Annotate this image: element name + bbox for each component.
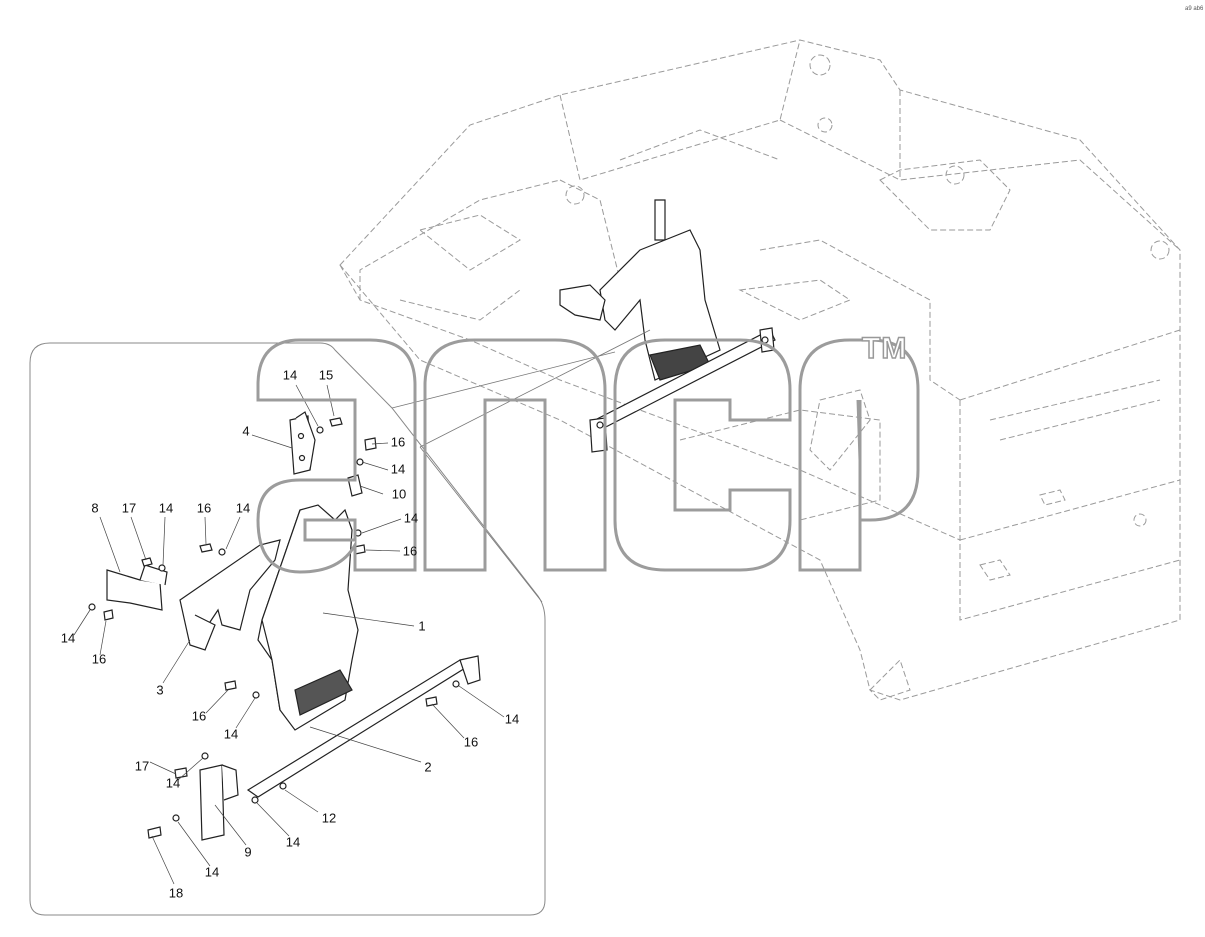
callout-label: 10 [391, 486, 407, 502]
callout-label: 16 [463, 734, 479, 750]
installed-bracket-assembly [559, 199, 776, 453]
exploded-view-frame [29, 342, 546, 916]
callout-label: 8 [91, 500, 99, 516]
callout-label: 14 [390, 461, 406, 477]
callout-label: 14 [235, 500, 251, 516]
callout-label: 15 [318, 367, 334, 383]
fasteners [88, 417, 460, 839]
brand-watermark [256, 338, 920, 574]
part-9-bracket [199, 764, 225, 841]
callout-label: 16 [91, 651, 107, 667]
callout-label: 12 [321, 810, 337, 826]
callout-label: 17 [121, 500, 137, 516]
callout-label: 9 [244, 844, 252, 860]
callout-label: 14 [204, 864, 220, 880]
callout-label: 16 [390, 434, 406, 450]
callout-label: 1 [418, 618, 426, 634]
callout-label: 2 [424, 759, 432, 775]
exploded-parts [88, 411, 481, 841]
callout-label: 16 [402, 543, 418, 559]
callout-label: 14 [504, 711, 520, 727]
callout-label: 14 [282, 367, 298, 383]
callout-label: 14 [223, 726, 239, 742]
leader-lines [391, 329, 651, 603]
callout-label: 17 [134, 758, 150, 774]
callout-label: 14 [285, 834, 301, 850]
callout-label: 4 [242, 423, 250, 439]
trademark-mark: TM [861, 331, 908, 366]
machine-frame [339, 39, 1181, 701]
callout-label: 3 [156, 682, 164, 698]
callout-label: 16 [196, 500, 212, 516]
callout-leaders [73, 384, 505, 885]
callout-label: 14 [165, 775, 181, 791]
callout-label: 14 [158, 500, 174, 516]
callout-label: 18 [168, 885, 184, 901]
callout-label: 14 [60, 630, 76, 646]
callout-label: 14 [403, 510, 419, 526]
callout-label: 16 [191, 708, 207, 724]
corner-tag: a9 ab6 [1185, 6, 1204, 12]
